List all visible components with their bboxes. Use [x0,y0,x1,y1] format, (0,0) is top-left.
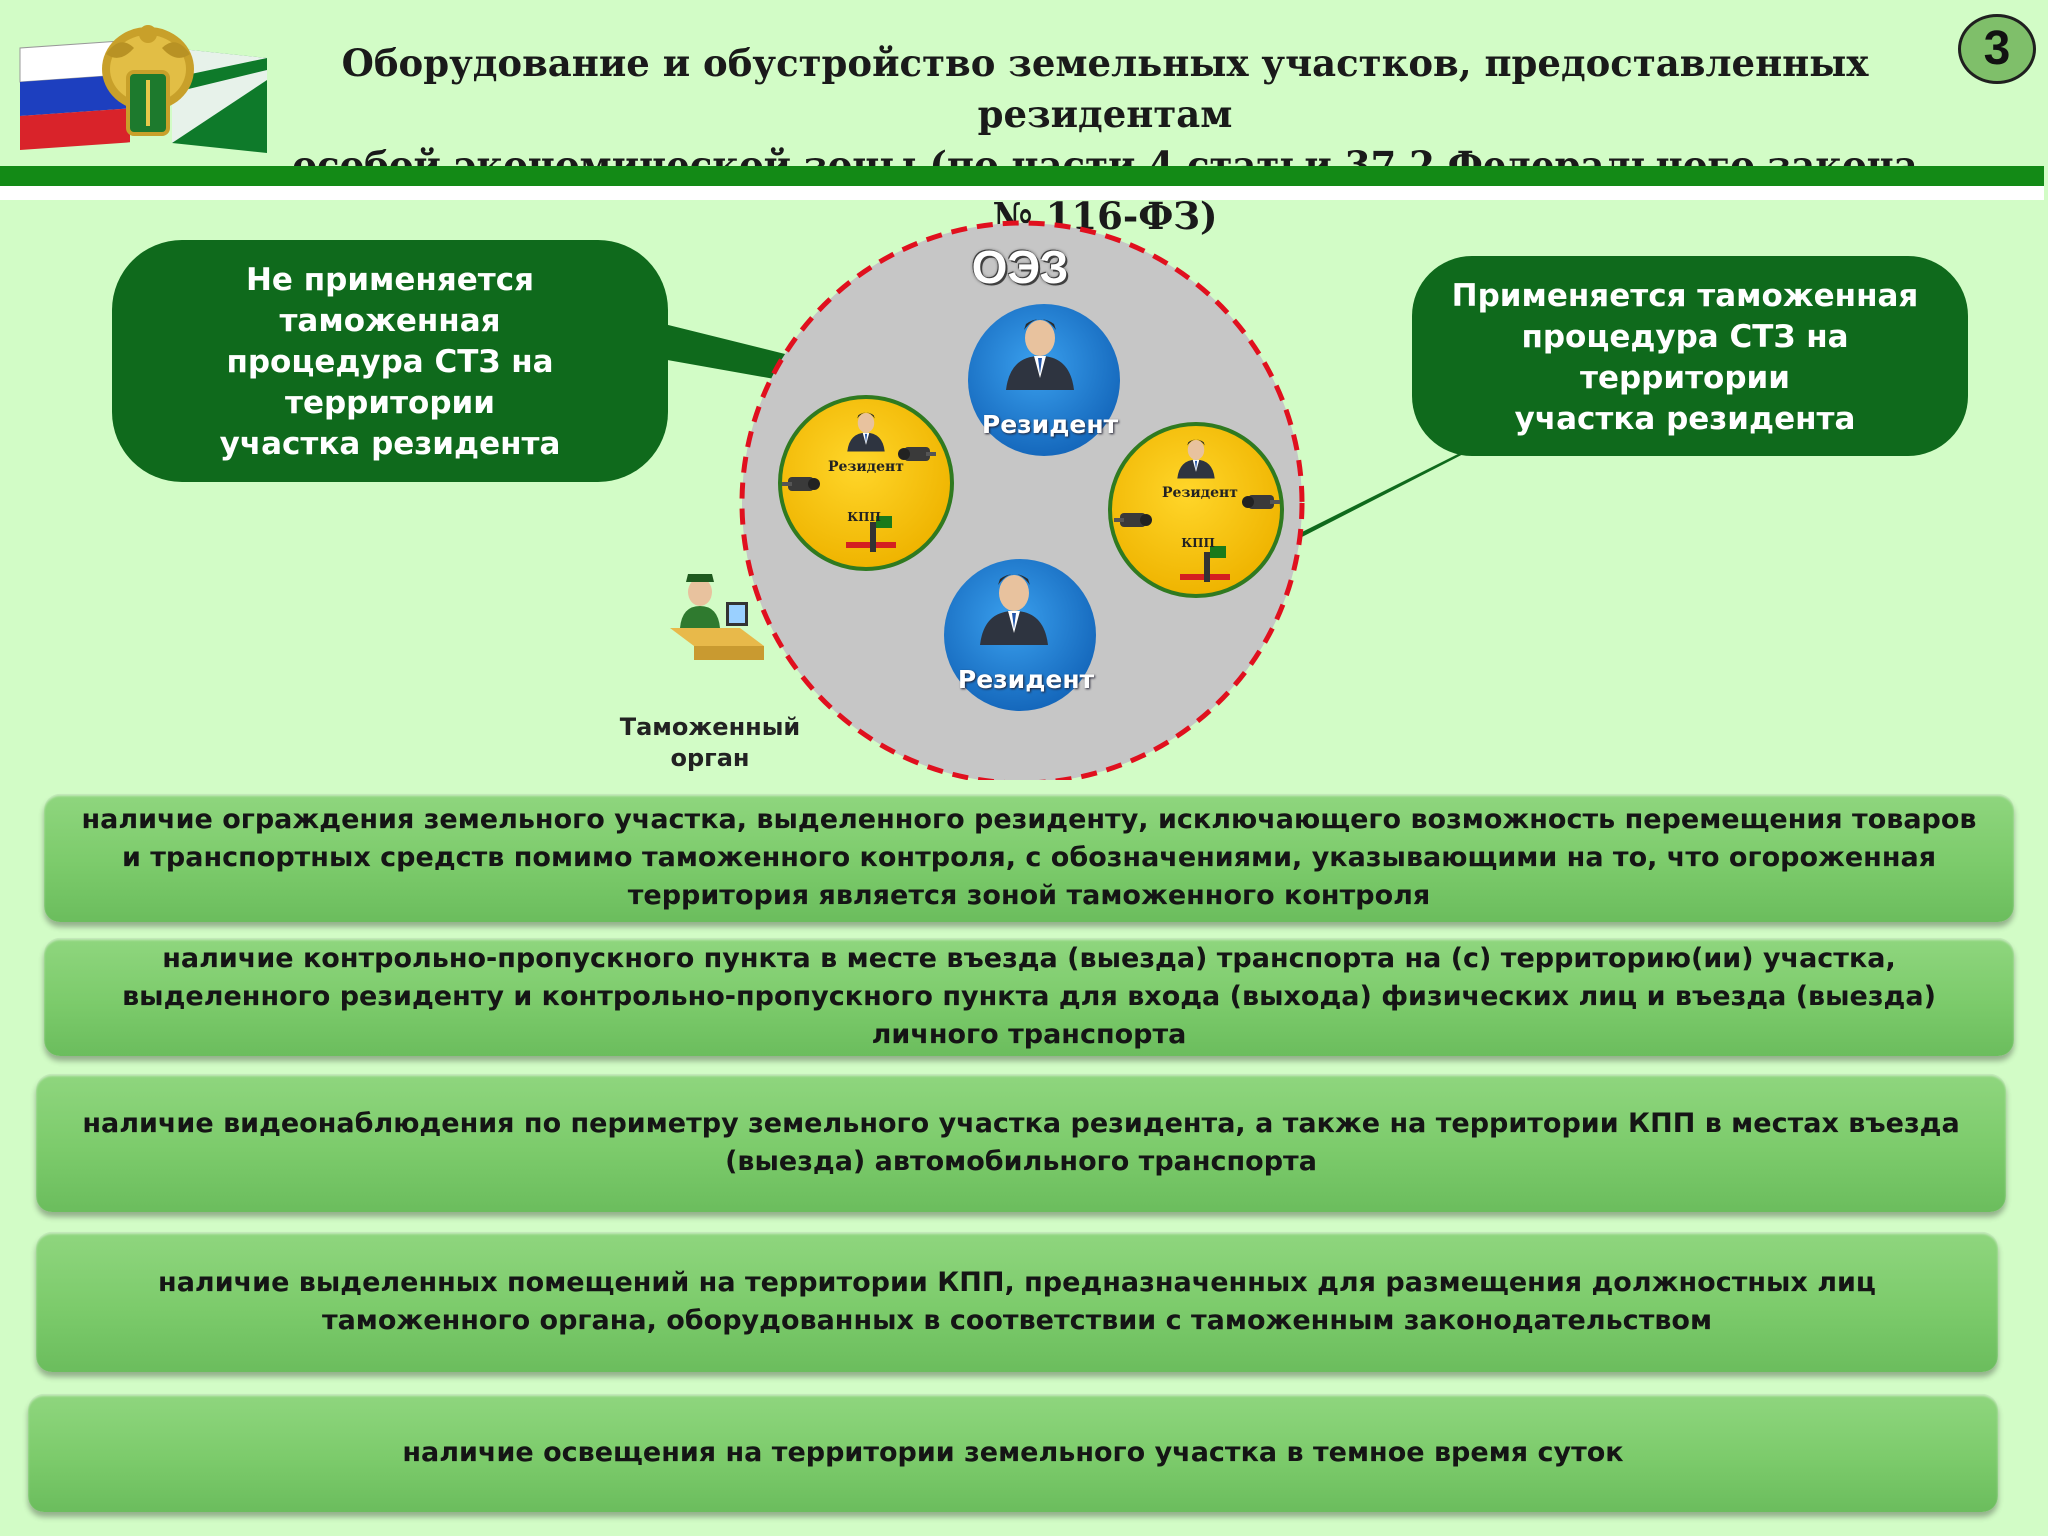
callout-right-tail [1290,430,1510,538]
header: Оборудование и обустройство земельных уч… [0,0,2048,238]
title-line-1: Оборудование и обустройство земельных уч… [341,41,1869,136]
resident-bottom-label: Резидент [957,665,1095,694]
requirement-video-surveillance: наличие видеонаблюдения по периметру зем… [36,1074,2006,1212]
callout-right-line: процедура СТЗ на [1521,319,1849,355]
oez-zone-circle [739,220,1305,780]
resident-plot-right [1108,422,1284,598]
requirement-lighting: наличие освещения на территории земельно… [28,1394,1998,1512]
callout-right-line: Применяется таможенная [1451,278,1919,314]
plot-right-resident-label: Резидент [1162,485,1238,501]
oez-diagram: Не применяется таможенная процедура СТЗ … [0,200,2048,780]
oez-zone-label: ОЭЗ [971,241,1069,293]
callout-right-line: участка резидента [1514,401,1856,437]
customs-emblem-logo [19,25,267,153]
page-number-badge: 3 [1958,14,2036,84]
callout-right-bubble [1412,256,1968,456]
requirement-fencing: наличие ограждения земельного участка, в… [44,794,2014,922]
callout-left-line: Не применяется [245,262,535,298]
plot-left-resident-label: Резидент [828,459,904,475]
requirement-customs-premises: наличие выделенных помещений на территор… [36,1232,1998,1372]
resident-plot-left [778,395,954,571]
diagram-graphics [112,220,1968,780]
plot-right-checkpoint-label: КПП [1181,536,1215,550]
callout-left-line: процедура СТЗ на [226,344,554,380]
callout-left-text: Не применяется таможенная процедура СТЗ … [180,260,600,465]
plot-left-checkpoint-label: КПП [847,510,881,524]
callout-left-bubble [112,240,668,482]
resident-top-icon [968,304,1120,456]
requirement-checkpoint: наличие контрольно-пропускного пункта в … [44,938,2014,1056]
header-divider-light [0,186,2044,200]
callout-left-line: таможенная [279,303,501,339]
callout-left-line: участка резидента [219,426,561,462]
callout-right-line: территории [1580,360,1790,396]
customs-officer-icon [670,574,764,660]
header-divider-dark [0,166,2044,186]
callout-right-text: Применяется таможенная процедура СТЗ на … [1420,276,1950,440]
resident-bottom-icon [944,559,1096,711]
resident-top-label: Резидент [981,410,1119,439]
customs-label-line-1: Таможенный [619,713,801,741]
callout-left-line: территории [285,385,495,421]
customs-label-line-2: орган [670,744,750,772]
customs-authority-label: Таможенный орган [610,712,810,774]
